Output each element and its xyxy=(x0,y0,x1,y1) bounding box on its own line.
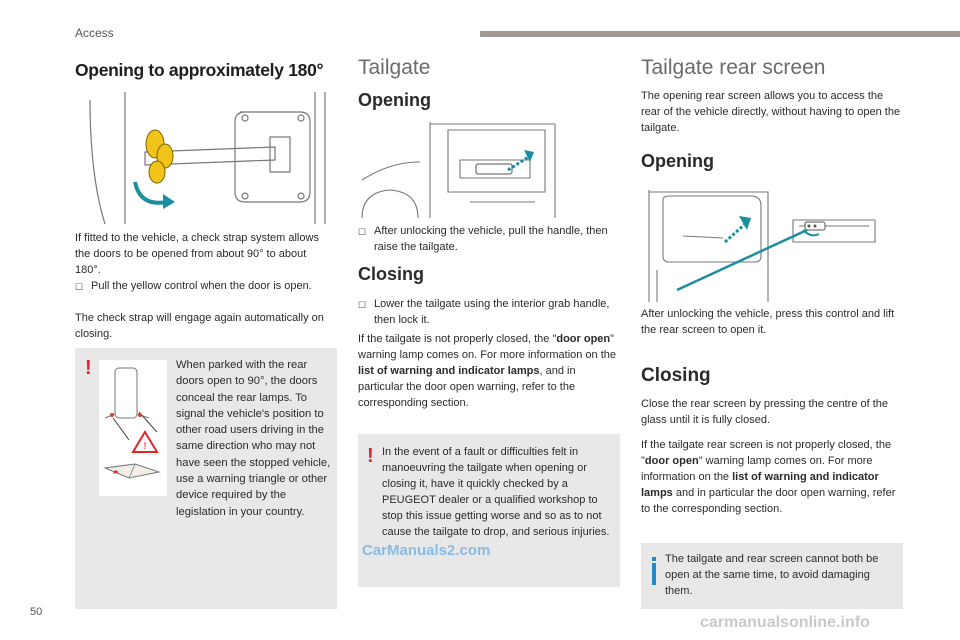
check-strap-intro: If fitted to the vehicle, a check strap … xyxy=(75,232,319,276)
warning-exclamation-icon: ! xyxy=(85,357,92,379)
heading-tailgate-opening: Opening xyxy=(358,90,431,110)
info-bold-warning-lamps: list of warning and indicator lamps xyxy=(641,471,879,499)
tailgate-closing-bullet-text: Lower the tailgate using the interior gr… xyxy=(374,298,610,326)
svg-text:!: ! xyxy=(143,441,147,452)
page-number: 50 xyxy=(30,606,43,618)
info-text-part: and in particular the door open warning,… xyxy=(641,487,896,515)
tailgate-opening-illustration xyxy=(360,122,560,218)
warning-rear-lamps-text: When parked with the rear doors open to … xyxy=(176,359,331,518)
tailgate-door-open-info: If the tailgate is not properly closed, … xyxy=(358,331,616,411)
bullet-icon: ☐ xyxy=(358,300,367,310)
check-strap-bullet: ☐ Pull the yellow control when the door … xyxy=(75,278,325,295)
check-strap-illustration xyxy=(85,92,327,224)
footer-watermark: carmanualsonline.info xyxy=(700,614,870,631)
rear-screen-closing-text: Close the rear screen by pressing the ce… xyxy=(641,398,889,426)
info-text-part: " warning lamp comes on. For more inform… xyxy=(641,455,873,483)
bullet-icon: ☐ xyxy=(358,227,367,237)
header-bar xyxy=(480,31,960,37)
info-text-part: If the tailgate is not properly closed, … xyxy=(358,333,557,345)
tailgate-opening-bullet: ☐ After unlocking the vehicle, pull the … xyxy=(358,223,616,255)
section-label: Access xyxy=(75,26,114,40)
info-bold-door-open: door open xyxy=(644,455,699,467)
heading-tailgate-closing: Closing xyxy=(358,264,424,284)
parked-van-drawing: ! xyxy=(103,367,161,479)
info-bold-warning-lamps: list of warning and indicator lamps xyxy=(358,365,540,377)
watermark: CarManuals2.com xyxy=(362,542,491,559)
heading-check-strap: Opening to approximately 180° xyxy=(75,60,324,80)
heading-rear-screen: Tailgate rear screen xyxy=(641,56,826,79)
bullet-icon: ☐ xyxy=(75,282,84,292)
info-box-rear-screen: The tailgate and rear screen cannot both… xyxy=(641,543,903,609)
heading-tailgate: Tailgate xyxy=(358,56,431,79)
warning-box-tailgate: ! In the event of a fault or difficultie… xyxy=(358,434,620,587)
warning-exclamation-icon: ! xyxy=(367,445,374,467)
heading-rear-screen-opening: Opening xyxy=(641,151,714,171)
info-rear-screen-text: The tailgate and rear screen cannot both… xyxy=(665,553,879,597)
warning-box-rear-lamps: ! ! When parked with the rear doors open… xyxy=(75,348,337,609)
info-text-part: , and in particular the door open warnin… xyxy=(358,365,576,409)
rear-screen-opening-text: After unlocking the vehicle, press this … xyxy=(641,308,895,336)
warning-tailgate-text: In the event of a fault or difficulties … xyxy=(382,446,610,538)
warning-triangle-illustration: ! xyxy=(99,360,167,496)
rear-screen-door-open-info: If the tailgate rear screen is not prope… xyxy=(641,437,905,517)
heading-rear-screen-closing: Closing xyxy=(641,365,711,386)
rear-screen-drawing xyxy=(648,190,876,302)
info-text-part: " warning lamp comes on. For more inform… xyxy=(358,333,617,361)
check-strap-after: The check strap will engage again automa… xyxy=(75,312,324,340)
rear-screen-intro: The opening rear screen allows you to ac… xyxy=(641,90,901,134)
check-strap-drawing xyxy=(89,92,326,224)
info-icon xyxy=(652,557,656,585)
rear-screen-illustration xyxy=(643,190,883,302)
column-check-strap: Opening to approximately 180° xyxy=(75,56,337,340)
info-text-part: If the tailgate rear screen is not prope… xyxy=(641,439,892,467)
tailgate-closing-bullet: ☐ Lower the tailgate using the interior … xyxy=(358,296,616,328)
info-bold-door-open: door open xyxy=(556,333,611,345)
tailgate-opening-bullet-text: After unlocking the vehicle, pull the ha… xyxy=(374,225,608,253)
check-strap-bullet-text: Pull the yellow control when the door is… xyxy=(91,280,312,292)
tailgate-drawing xyxy=(361,122,556,218)
